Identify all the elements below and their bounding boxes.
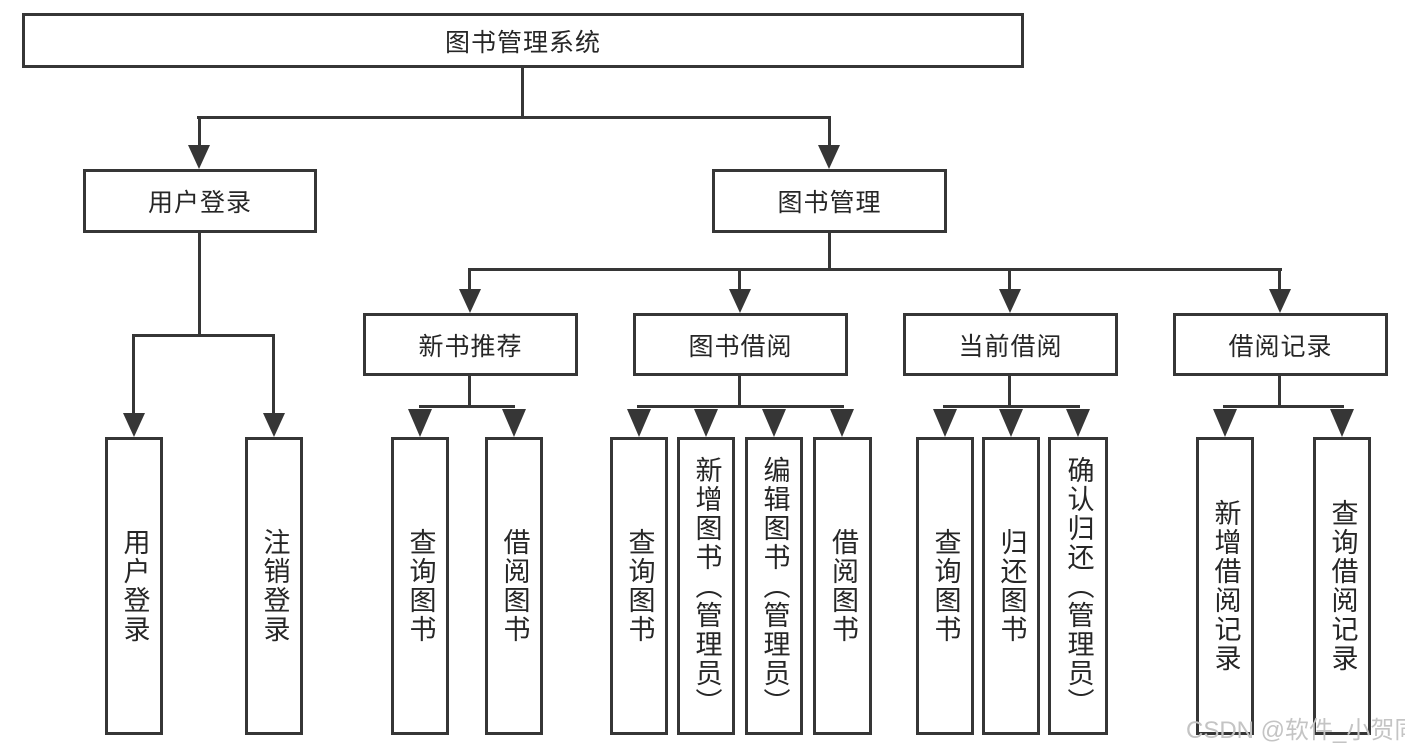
leaf-borrow-books-borrow: 借阅图书 [813,437,872,735]
node-label: 编辑图书（管理员） [759,455,790,717]
connector-arrowhead [999,289,1021,313]
connector-arrowhead [762,409,786,437]
node-label: 新书推荐 [418,332,523,361]
connector-line [828,116,831,147]
leaf-confirm-return-admin: 确认归还（管理员） [1048,437,1108,735]
connector-arrowhead [1213,409,1237,437]
node-label: 查询图书 [624,528,655,644]
node-label: 归还图书 [996,528,1027,644]
connector-line [521,68,524,119]
connector-arrowhead [123,413,145,437]
leaf-user-login: 用户登录 [105,437,163,735]
connector-arrowhead [502,409,526,437]
connector-arrowhead [830,409,854,437]
node-label: 查询图书 [930,528,961,644]
connector-line [637,405,844,408]
connector-line [943,405,1080,408]
leaf-query-books-recommend: 查询图书 [391,437,449,735]
connector-line [468,268,1282,271]
node-label: 新增图书（管理员） [691,455,722,717]
connector-line [1008,268,1011,291]
connector-line [1278,376,1281,407]
node-label: 查询借阅记录 [1327,499,1358,673]
connector-line [132,334,135,415]
watermark-text: CSDN @软件_小贺同学 [1186,717,1405,744]
leaf-logout-login: 注销登录 [245,437,303,735]
node-label: 借阅图书 [499,528,530,644]
node-label: 图书管理 [777,189,882,217]
leaf-return-books: 归还图书 [982,437,1040,735]
connector-arrowhead [408,409,432,437]
node-label: 借阅记录 [1228,332,1333,361]
connector-line [468,268,471,291]
connector-line [738,268,741,291]
node-library-system-root: 图书管理系统 [22,13,1024,68]
node-label: 当前借阅 [958,332,1063,361]
node-label: 查询图书 [405,528,436,644]
node-current-borrow: 当前借阅 [903,313,1118,376]
connector-arrowhead [1330,409,1354,437]
connector-line [133,334,275,337]
leaf-add-books-admin: 新增图书（管理员） [677,437,735,735]
connector-arrowhead [933,409,957,437]
leaf-query-books-borrow: 查询图书 [610,437,668,735]
node-label: 确认归还（管理员） [1063,455,1094,717]
leaf-borrow-books-recommend: 借阅图书 [485,437,543,735]
connector-line [1223,405,1344,408]
node-label: 注销登录 [259,528,290,644]
leaf-edit-books-admin: 编辑图书（管理员） [745,437,803,735]
leaf-add-borrow-record: 新增借阅记录 [1196,437,1254,735]
connector-line [198,233,201,336]
connector-line [468,376,471,407]
connector-line [1278,268,1281,291]
connector-arrowhead [818,145,840,169]
node-label: 图书管理系统 [444,28,601,57]
node-user-login: 用户登录 [83,169,317,233]
node-label: 用户登录 [119,528,150,644]
leaf-query-borrow-record: 查询借阅记录 [1313,437,1371,735]
connector-arrowhead [188,145,210,169]
connector-arrowhead [1066,409,1090,437]
connector-line [272,334,275,415]
node-label: 新增借阅记录 [1210,499,1241,673]
connector-arrowhead [729,289,751,313]
node-label: 用户登录 [147,189,252,217]
leaf-query-books-current: 查询图书 [916,437,974,735]
connector-arrowhead [627,409,651,437]
connector-line [738,376,741,407]
node-book-management: 图书管理 [712,169,947,233]
node-book-borrow: 图书借阅 [633,313,848,376]
connector-arrowhead [694,409,718,437]
connector-line [198,116,201,147]
connector-line [828,233,831,271]
connector-line [419,405,515,408]
connector-line [1008,376,1011,407]
node-new-book-recommend: 新书推荐 [363,313,578,376]
connector-arrowhead [459,289,481,313]
node-borrow-records: 借阅记录 [1173,313,1388,376]
node-label: 图书借阅 [688,332,793,361]
connector-arrowhead [1269,289,1291,313]
connector-arrowhead [999,409,1023,437]
node-label: 借阅图书 [828,528,858,644]
connector-line [197,116,831,119]
connector-arrowhead [263,413,285,437]
